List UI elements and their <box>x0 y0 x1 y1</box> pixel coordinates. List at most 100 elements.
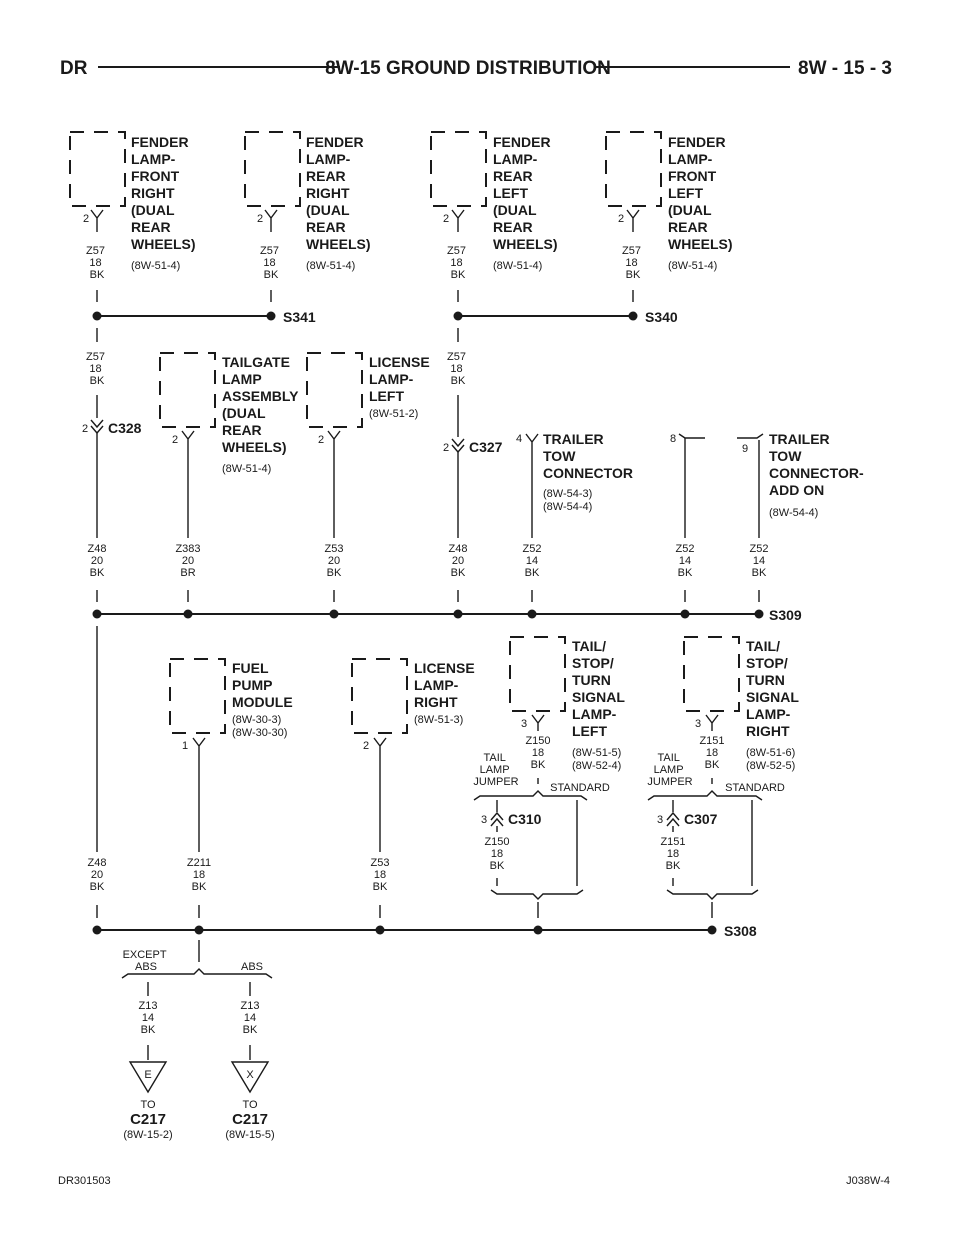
header-title: 8W-15 GROUND DISTRIBUTION <box>325 58 611 79</box>
tail-stop-turn-signal-lamp-left: TAIL/ STOP/ TURN SIGNAL LAMP- LEFT (8W-5… <box>473 636 629 886</box>
wire-label: Z57 18 BK <box>260 245 282 281</box>
fender-lamp-front-right: FENDER LAMP- FRONT RIGHT (DUAL REAR WHEE… <box>69 131 196 281</box>
component-label: TAIL/ STOP/ TURN SIGNAL LAMP- RIGHT <box>746 638 803 739</box>
offpage-connector: C217 <box>232 1111 268 1128</box>
pin-number: 2 <box>257 213 263 225</box>
pin-number: 3 <box>695 718 701 730</box>
pin-number: 3 <box>521 718 527 730</box>
component-ref: (8W-54-3) (8W-54-4) <box>543 488 595 513</box>
offpage-ref: (8W-15-2) <box>123 1129 172 1141</box>
component-ref: (8W-54-4) <box>769 507 818 519</box>
component-label: LICENSE LAMP- LEFT <box>369 354 434 404</box>
pin-number: 3 <box>657 814 663 826</box>
component-label: FENDER LAMP- REAR RIGHT (DUAL REAR WHEEL… <box>306 134 371 252</box>
component-label: TRAILER TOW CONNECTOR- ADD ON <box>769 431 868 498</box>
connector-c328: 2 C328 <box>82 395 142 538</box>
component-label: FUEL PUMP MODULE <box>232 660 293 710</box>
splice-label: S341 <box>283 309 316 325</box>
pin-number: 9 <box>742 443 748 455</box>
pin-number: 2 <box>443 213 449 225</box>
pin-number: 2 <box>318 434 324 446</box>
splice-s341: S341 <box>92 290 316 342</box>
pin-number: 3 <box>481 814 487 826</box>
component-label: TRAILER TOW CONNECTOR <box>543 431 633 481</box>
component-ref: (8W-51-4) <box>493 260 542 272</box>
pin-number: 2 <box>83 213 89 225</box>
wire-label: Z57 18 BK <box>86 245 108 281</box>
option-label: STANDARD <box>725 782 785 794</box>
component-ref: (8W-51-4) <box>306 260 355 272</box>
component-ref: (8W-51-3) <box>414 714 463 726</box>
component-label: FENDER LAMP- FRONT LEFT (DUAL REAR WHEEL… <box>668 134 733 252</box>
footer-left: DR301503 <box>58 1175 111 1187</box>
connector-c327: 2 C327 <box>443 395 503 538</box>
page-header: DR 8W-15 GROUND DISTRIBUTION 8W - 15 - 3 <box>60 58 892 79</box>
license-lamp-left: LICENSE LAMP- LEFT (8W-51-2) 2 <box>306 352 434 538</box>
pin-number: 4 <box>516 433 522 445</box>
offpage-letter: E <box>144 1069 151 1081</box>
splice-s340: S340 <box>453 290 678 342</box>
option-label: ABS <box>241 961 263 973</box>
option-label: EXCEPT ABS <box>123 949 170 973</box>
header-page: 8W - 15 - 3 <box>798 58 892 79</box>
wire-label: Z57 18 BK <box>447 245 469 281</box>
component-label: LICENSE LAMP- RIGHT <box>414 660 479 710</box>
component-ref: (8W-51-6) (8W-52-5) <box>746 747 798 772</box>
trailer-tow-connector: 4 TRAILER TOW CONNECTOR (8W-54-3) (8W-54… <box>516 431 633 538</box>
offpage-ground-x: X TO C217 (8W-15-5) <box>225 1061 275 1141</box>
pin-number: 2 <box>172 434 178 446</box>
option-label: TAIL LAMP JUMPER <box>473 752 518 788</box>
footer-right: J038W-4 <box>846 1175 890 1187</box>
trailer-tow-connector-add-on: 8 9 TRAILER TOW CONNECTOR- ADD ON (8W-54… <box>670 431 868 538</box>
offpage-ground-e: E TO C217 (8W-15-2) <box>123 1061 173 1141</box>
offpage-connector: C217 <box>130 1111 166 1128</box>
wire-label: Z57 18 BK <box>86 351 108 387</box>
splice-label: S340 <box>645 309 678 325</box>
fender-lamp-rear-left: FENDER LAMP- REAR LEFT (DUAL REAR WHEELS… <box>430 131 558 281</box>
pin-number: 2 <box>443 442 449 454</box>
connector-label: C310 <box>508 811 542 827</box>
offpage-letter: X <box>246 1069 254 1081</box>
component-ref: (8W-30-3) (8W-30-30) <box>232 714 287 739</box>
component-ref: (8W-51-4) <box>668 260 717 272</box>
header-left: DR <box>60 58 88 79</box>
component-label: FENDER LAMP- REAR LEFT (DUAL REAR WHEELS… <box>493 134 558 252</box>
fender-lamp-front-left: FENDER LAMP- FRONT LEFT (DUAL REAR WHEEL… <box>605 131 733 281</box>
option-label: TAIL LAMP JUMPER <box>647 752 692 788</box>
component-label: TAILGATE LAMP ASSEMBLY (DUAL REAR WHEELS… <box>222 354 302 455</box>
component-label: TAIL/ STOP/ TURN SIGNAL LAMP- LEFT <box>572 638 629 739</box>
pin-number: 2 <box>363 740 369 752</box>
component-ref: (8W-51-4) <box>222 463 271 475</box>
wire-label: Z57 18 BK <box>622 245 644 281</box>
tail-stop-turn-signal-lamp-right: TAIL/ STOP/ TURN SIGNAL LAMP- RIGHT (8W-… <box>647 636 803 886</box>
pin-number: 1 <box>182 740 188 752</box>
tailgate-lamp-assembly: TAILGATE LAMP ASSEMBLY (DUAL REAR WHEELS… <box>159 352 302 538</box>
svg-text:TO: TO <box>140 1099 156 1111</box>
splice-s309: S309 <box>92 590 802 623</box>
fender-lamp-rear-right: FENDER LAMP- REAR RIGHT (DUAL REAR WHEEL… <box>244 131 371 281</box>
component-label: FENDER LAMP- FRONT RIGHT (DUAL REAR WHEE… <box>131 134 196 252</box>
component-ref: (8W-51-4) <box>131 260 180 272</box>
component-ref: (8W-51-5) (8W-52-4) <box>572 747 624 772</box>
connector-label: C327 <box>469 439 503 455</box>
splice-s308: S308 <box>92 905 757 939</box>
license-lamp-right: LICENSE LAMP- RIGHT (8W-51-3) 2 <box>351 658 479 852</box>
wire-label: Z57 18 BK <box>447 351 469 387</box>
